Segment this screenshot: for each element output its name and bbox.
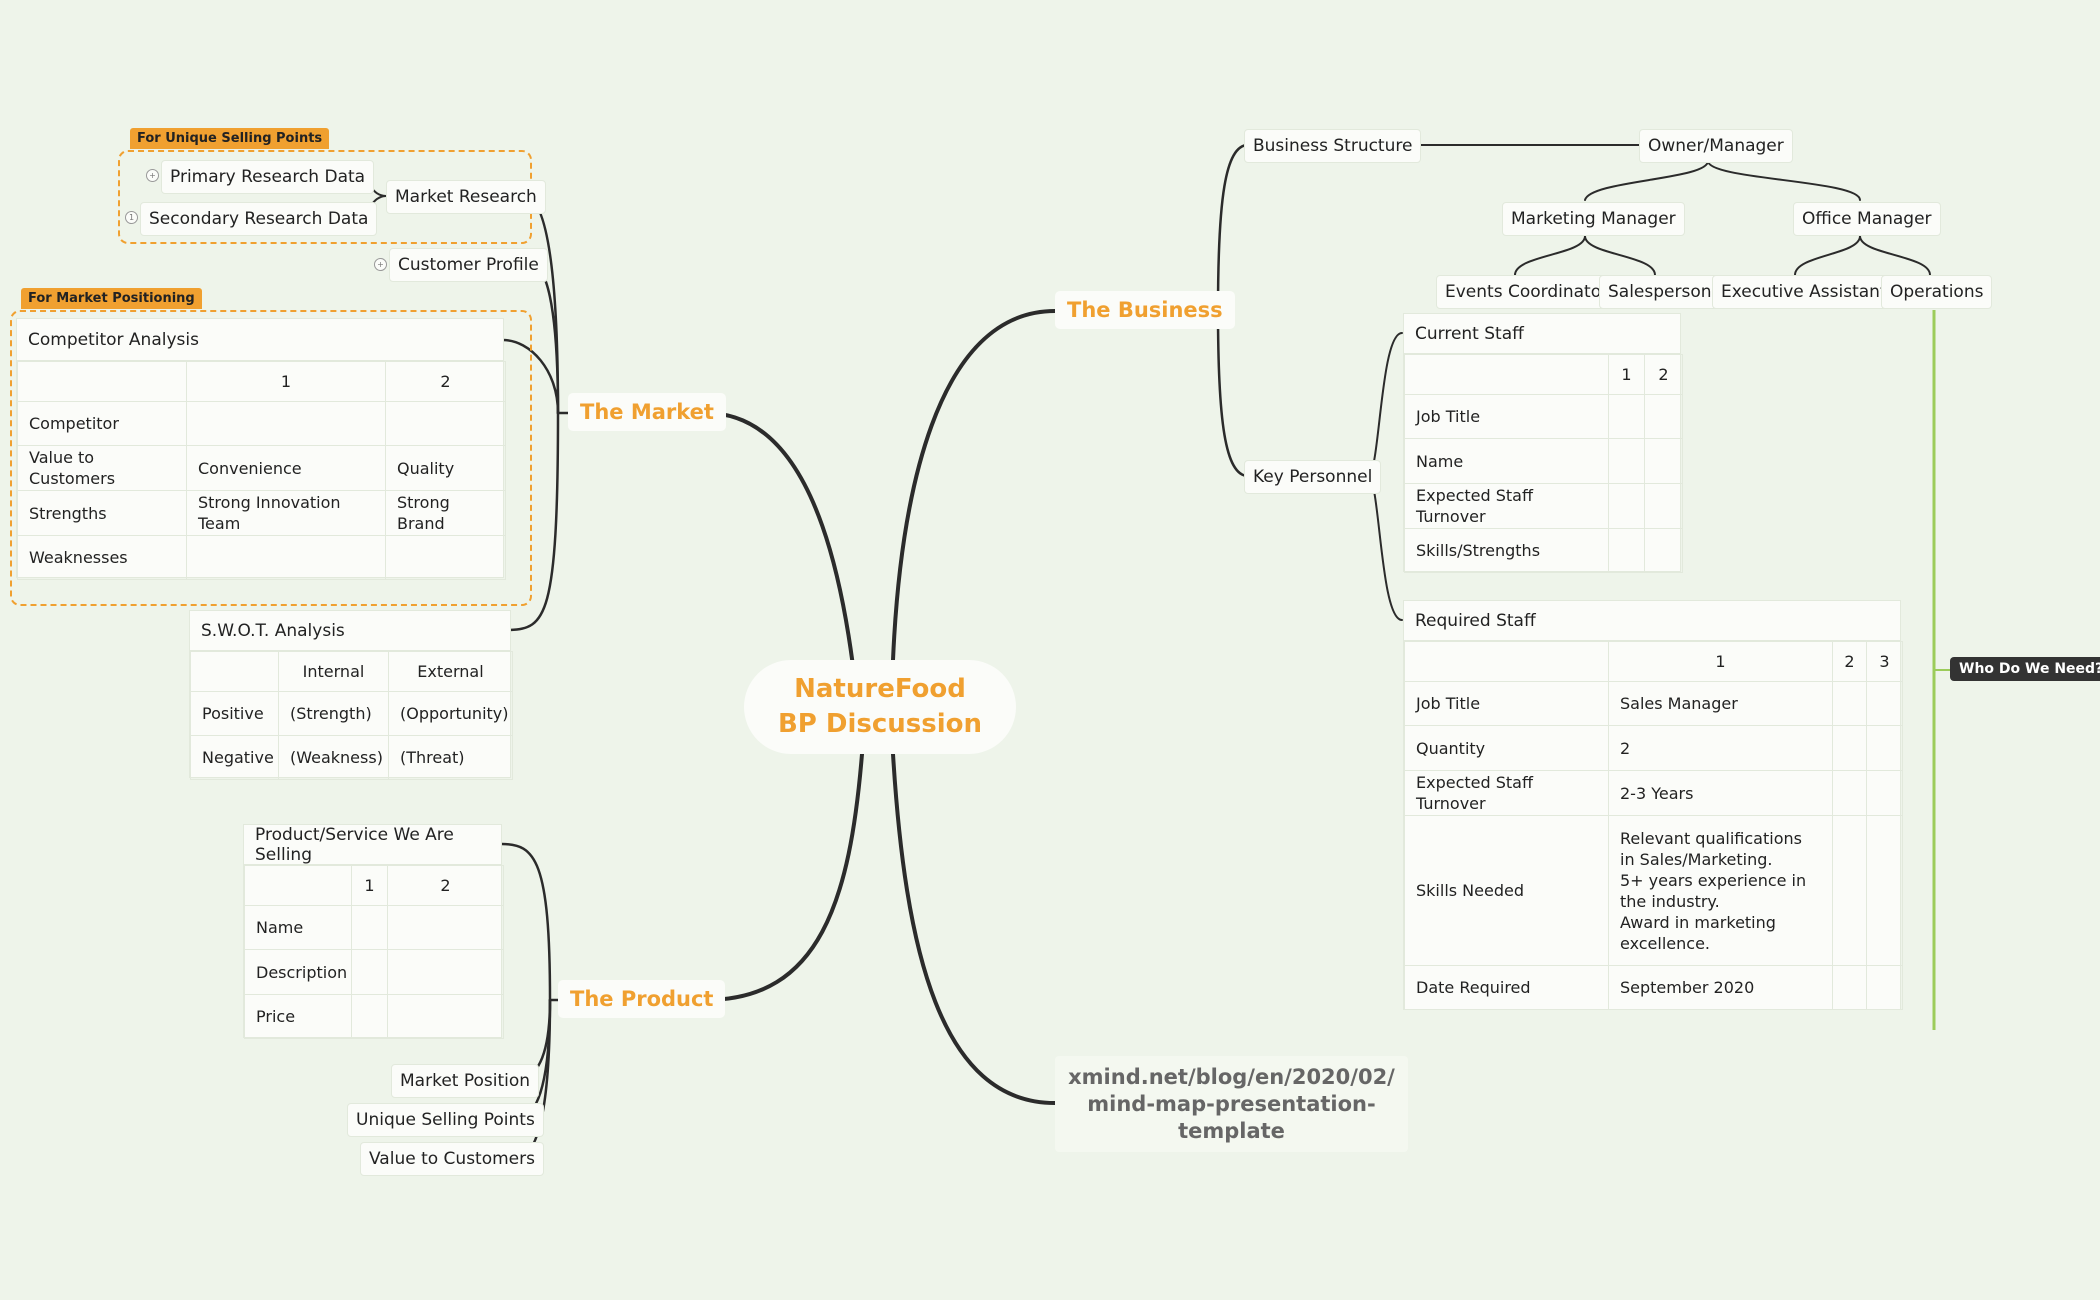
salesperson-topic[interactable]: Salesperson [1599, 275, 1721, 309]
required-staff-table: Required Staff 1 2 3 Job Title Sales Man… [1403, 600, 1903, 1010]
table-row: Expected Staff Turnover 2-3 Years [1404, 770, 1903, 816]
trunk-url [891, 752, 1057, 1105]
marketing-manager-topic[interactable]: Marketing Manager [1502, 202, 1685, 236]
primary-research-topic[interactable]: Primary Research Data [161, 160, 375, 194]
central-topic[interactable]: NatureFood BP Discussion [744, 660, 1016, 754]
table-row: Quantity 2 [1404, 725, 1903, 771]
table-row: Price [244, 994, 504, 1039]
key-personnel-topic[interactable]: Key Personnel [1244, 460, 1382, 494]
table-row: Negative (Weakness) (Threat) [190, 735, 513, 780]
table-cell [17, 361, 187, 402]
boundary-title-positioning: For Market Positioning [21, 288, 202, 309]
collapse-expand-icon[interactable]: + [374, 258, 387, 271]
table-row: Name [244, 905, 504, 950]
trunk-business [891, 309, 1057, 662]
table-row: Positive (Strength) (Opportunity) [190, 691, 513, 736]
owner-manager-topic[interactable]: Owner/Manager [1639, 129, 1793, 163]
value-to-customers-topic[interactable]: Value to Customers [360, 1142, 544, 1176]
table-header-cell: 2 [385, 361, 506, 402]
boundary-positioning [10, 310, 532, 606]
events-coordinator-topic[interactable]: Events Coordinator [1436, 275, 1618, 309]
topic-the-business[interactable]: The Business [1055, 291, 1235, 329]
table-row: Expected Staff Turnover [1404, 483, 1683, 529]
table-row: Job Title Sales Manager [1404, 681, 1903, 726]
secondary-research-topic[interactable]: Secondary Research Data [140, 202, 378, 236]
table-row: Weaknesses [17, 535, 506, 580]
table-row: Skills Needed Relevant qualifications in… [1404, 815, 1903, 966]
operations-topic[interactable]: Operations [1881, 275, 1993, 309]
table-row: Job Title [1404, 394, 1683, 439]
market-research-topic[interactable]: Market Research [386, 180, 546, 214]
table-row: Competitor [17, 401, 506, 446]
competitor-analysis-title: Competitor Analysis [17, 319, 503, 361]
table-row: Date Required September 2020 [1404, 965, 1903, 1010]
customer-profile-topic[interactable]: Customer Profile [389, 248, 548, 282]
office-manager-topic[interactable]: Office Manager [1793, 202, 1941, 236]
swot-analysis-table: S.W.O.T. Analysis Internal External Posi… [189, 610, 513, 780]
table-row: Value to Customers Convenience Quality [17, 445, 506, 491]
competitor-analysis-table: Competitor Analysis 1 2 Competitor Value… [16, 318, 506, 580]
current-staff-table: Current Staff 1 2 Job Title Name Expecte… [1403, 313, 1683, 573]
table-row: Name [1404, 438, 1683, 484]
collapse-expand-icon[interactable]: 1 [125, 211, 138, 224]
table-row: Skills/Strengths [1404, 528, 1683, 573]
url-topic[interactable]: xmind.net/blog/en/2020/02/ mind-map-pres… [1055, 1056, 1408, 1152]
swot-analysis-title: S.W.O.T. Analysis [190, 611, 510, 651]
collapse-expand-icon[interactable]: + [146, 169, 159, 182]
table-header-cell: 1 [186, 361, 386, 402]
executive-assistant-topic[interactable]: Executive Assistant [1712, 275, 1896, 309]
topic-the-product[interactable]: The Product [558, 980, 726, 1018]
table-row: Strengths Strong Innovation Team Strong … [17, 490, 506, 536]
table-row: Description [244, 949, 504, 995]
summary-who-do-we-need[interactable]: Who Do We Need? [1950, 657, 2100, 681]
required-staff-title: Required Staff [1404, 601, 1900, 641]
product-service-title: Product/Service We Are Selling [244, 825, 501, 865]
boundary-title-usp: For Unique Selling Points [130, 128, 330, 149]
product-service-table: Product/Service We Are Selling 1 2 Name … [243, 824, 504, 1039]
current-staff-title: Current Staff [1404, 314, 1680, 354]
trunk-product [704, 752, 864, 1002]
market-position-topic[interactable]: Market Position [391, 1064, 540, 1098]
unique-selling-points-topic[interactable]: Unique Selling Points [347, 1103, 544, 1137]
topic-the-market[interactable]: The Market [568, 393, 726, 431]
business-structure-topic[interactable]: Business Structure [1244, 129, 1422, 163]
